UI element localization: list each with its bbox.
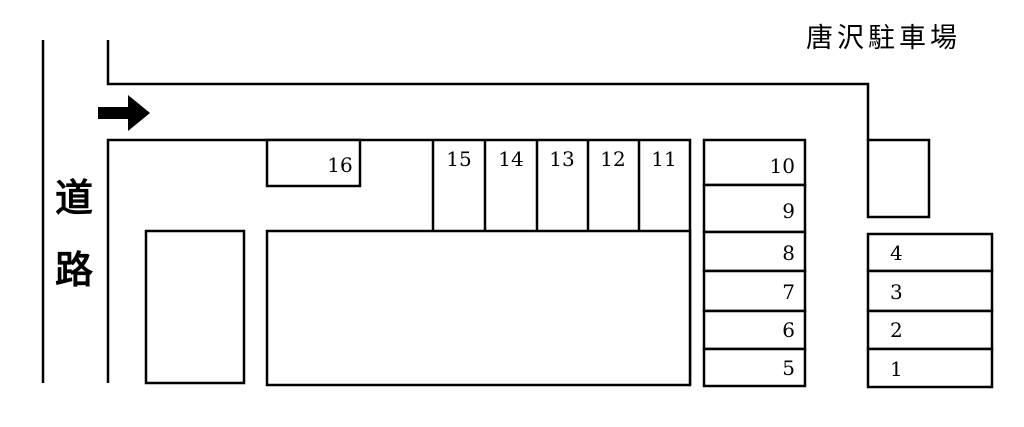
space-label-9: 9 (782, 199, 795, 223)
space-label-13: 13 (549, 147, 574, 171)
space-label-2: 2 (890, 318, 903, 342)
parking-space-16 (265, 138, 362, 188)
space-label-7: 7 (782, 280, 795, 304)
parking-space-6 (702, 309, 807, 351)
space-label-6: 6 (782, 318, 795, 342)
right-arrow-icon (98, 95, 150, 131)
building-center (265, 229, 692, 387)
parking-lot-title: 唐沢駐車場 (806, 23, 961, 54)
parking-space-1 (866, 347, 994, 389)
road-label-char-1: 道 (55, 175, 93, 220)
space-label-4: 4 (890, 241, 903, 265)
parking-space-2 (866, 309, 994, 351)
space-label-8: 8 (782, 241, 795, 265)
space-label-12: 12 (600, 147, 625, 171)
space-label-5: 5 (782, 356, 795, 380)
parking-space-4 (866, 232, 994, 273)
parking-space-3 (866, 269, 994, 313)
parking-space-7 (702, 269, 807, 313)
road-label-char-2: 路 (55, 247, 94, 292)
space-label-1: 1 (890, 357, 903, 381)
parking-space-10 (702, 138, 807, 187)
space-label-3: 3 (890, 280, 903, 304)
space-label-14: 14 (498, 147, 523, 171)
building-left (144, 229, 246, 385)
building-small-right (866, 138, 931, 219)
space-label-10: 10 (770, 154, 795, 178)
space-label-15: 15 (446, 147, 471, 171)
upper-boundary (106, 40, 870, 140)
space-label-11: 11 (651, 147, 676, 171)
parking-space-9 (702, 183, 807, 234)
parking-space-5 (702, 347, 807, 388)
space-label-16: 16 (327, 153, 352, 177)
